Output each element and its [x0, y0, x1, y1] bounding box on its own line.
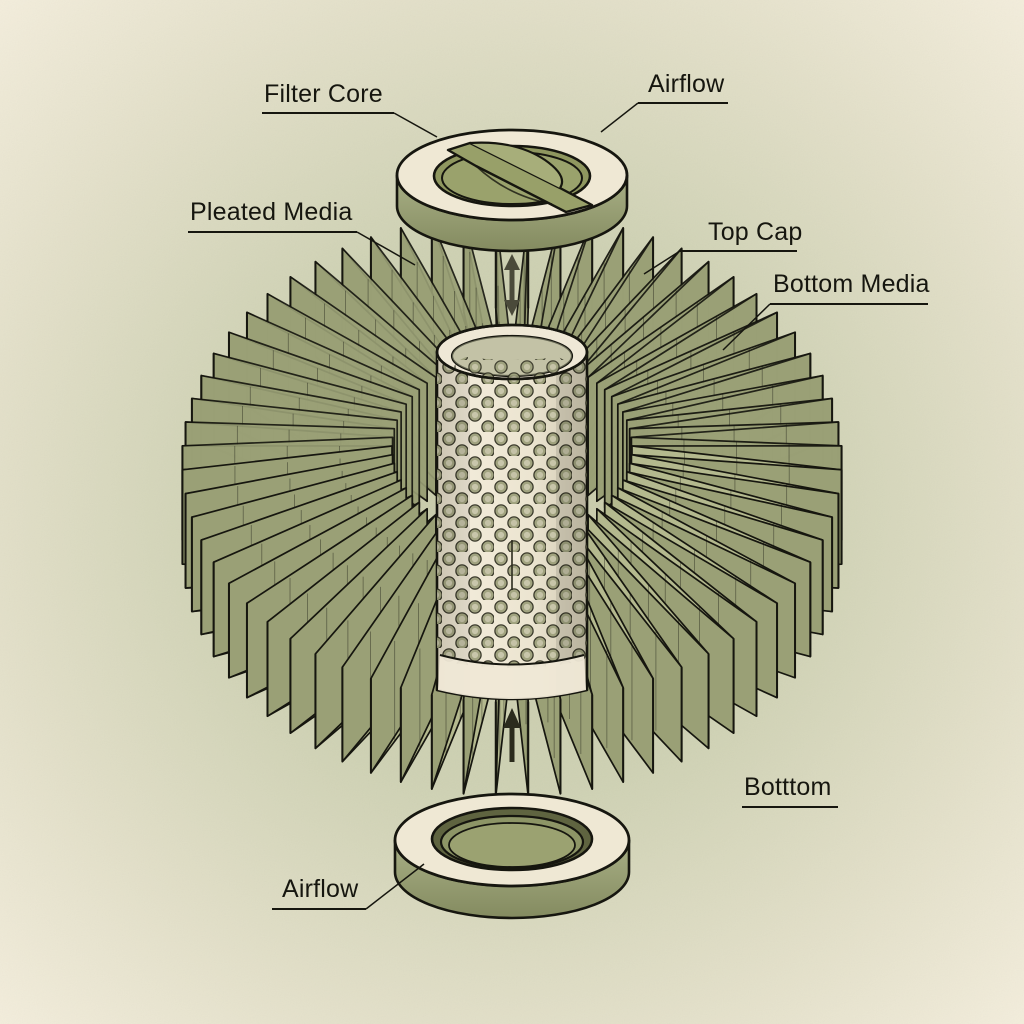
callout-leader-airflow-bottom	[365, 863, 425, 910]
core-left-shade	[437, 352, 470, 697]
callout-botttom: Botttom	[742, 773, 838, 808]
callout-label-botttom: Botttom	[744, 773, 832, 801]
core-perforations	[437, 352, 587, 668]
core-base-band-edge	[439, 654, 585, 666]
callout-leader-filter-core	[393, 112, 438, 138]
callout-leader-airflow-top	[600, 102, 639, 133]
callout-label-filter-core: Filter Core	[264, 80, 383, 108]
top-cap-strap-arc	[469, 141, 564, 189]
core-right-shade	[556, 352, 587, 697]
airflow-arrow-top	[504, 254, 520, 316]
callout-leader-top-cap	[643, 250, 681, 275]
bottom-cap	[393, 792, 631, 920]
callout-label-airflow-bottom: Airflow	[282, 875, 359, 903]
filter-core	[435, 323, 589, 701]
callout-top-cap: Top Cap	[643, 218, 803, 275]
callout-airflow-bottom: Airflow	[272, 863, 425, 910]
callout-leader-bottom-media	[722, 303, 771, 351]
core-base-band	[438, 655, 586, 699]
bottom-cap-bore-base	[448, 822, 576, 868]
core-rim-outline	[435, 323, 589, 381]
airflow-arrow-bottom	[503, 708, 521, 762]
callout-bottom-media: Bottom Media	[722, 270, 930, 351]
top-cap-strap-crease	[475, 165, 553, 205]
callout-label-airflow-top: Airflow	[648, 70, 725, 98]
callout-leader-pleated-media	[356, 231, 416, 266]
callout-label-top-cap: Top Cap	[708, 218, 803, 246]
top-cap	[395, 128, 629, 253]
callout-label-bottom-media: Bottom Media	[773, 270, 930, 298]
callout-pleated-media: Pleated Media	[188, 198, 416, 266]
callout-filter-core: Filter Core	[262, 80, 438, 138]
callout-airflow-top: Airflow	[600, 70, 728, 133]
callout-label-pleated-media: Pleated Media	[190, 198, 352, 226]
